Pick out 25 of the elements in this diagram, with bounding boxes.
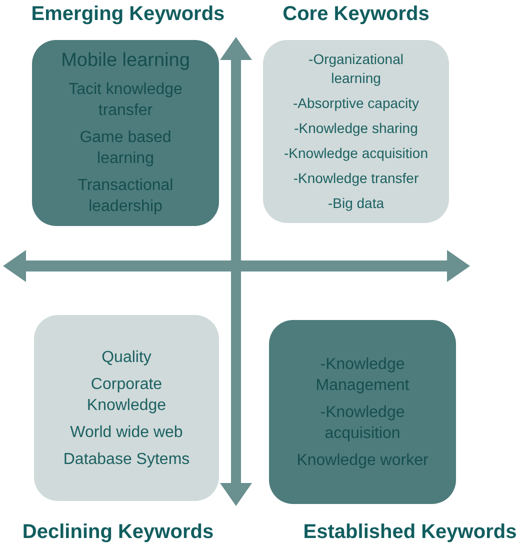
- quadrant-title: Emerging Keywords: [31, 2, 225, 27]
- keyword-text: -Knowledge Management: [314, 354, 410, 396]
- keyword-text: -Knowledge acquisition: [319, 402, 406, 444]
- keyword-text: Knowledge worker: [296, 450, 428, 470]
- keyword-text: -Knowledge transfer: [293, 169, 419, 188]
- keyword-text: Corporate Knowledge: [86, 374, 168, 416]
- keyword-text: Database Sytems: [63, 450, 190, 470]
- keyword-text: Game based learning: [78, 128, 172, 169]
- keyword-quadrant-box: [34, 315, 219, 501]
- keyword-quadrant-box: [263, 40, 449, 223]
- keyword-text: -Knowledge sharing: [294, 119, 418, 138]
- quadrant-title: Core Keywords: [282, 2, 430, 27]
- keyword-text: -Big data: [328, 194, 384, 213]
- keyword-heading: Mobile learning: [61, 49, 190, 73]
- quadrant-title: Declining Keywords: [22, 520, 214, 545]
- keyword-text: Tacit knowledge transfer: [68, 80, 184, 121]
- keyword-text: -Absorptive capacity: [292, 94, 420, 113]
- keyword-quadrant-box: [269, 320, 456, 504]
- quadrant-title: Established Keywords: [303, 520, 517, 545]
- keyword-text: World wide web: [70, 422, 183, 442]
- keyword-quadrant-box: [32, 40, 219, 226]
- keyword-text: -Organizational learning: [308, 50, 404, 88]
- keyword-text: Quality: [102, 348, 152, 368]
- keyword-text: -Knowledge acquisition: [284, 144, 428, 163]
- keyword-text: Transactional leadership: [76, 176, 174, 217]
